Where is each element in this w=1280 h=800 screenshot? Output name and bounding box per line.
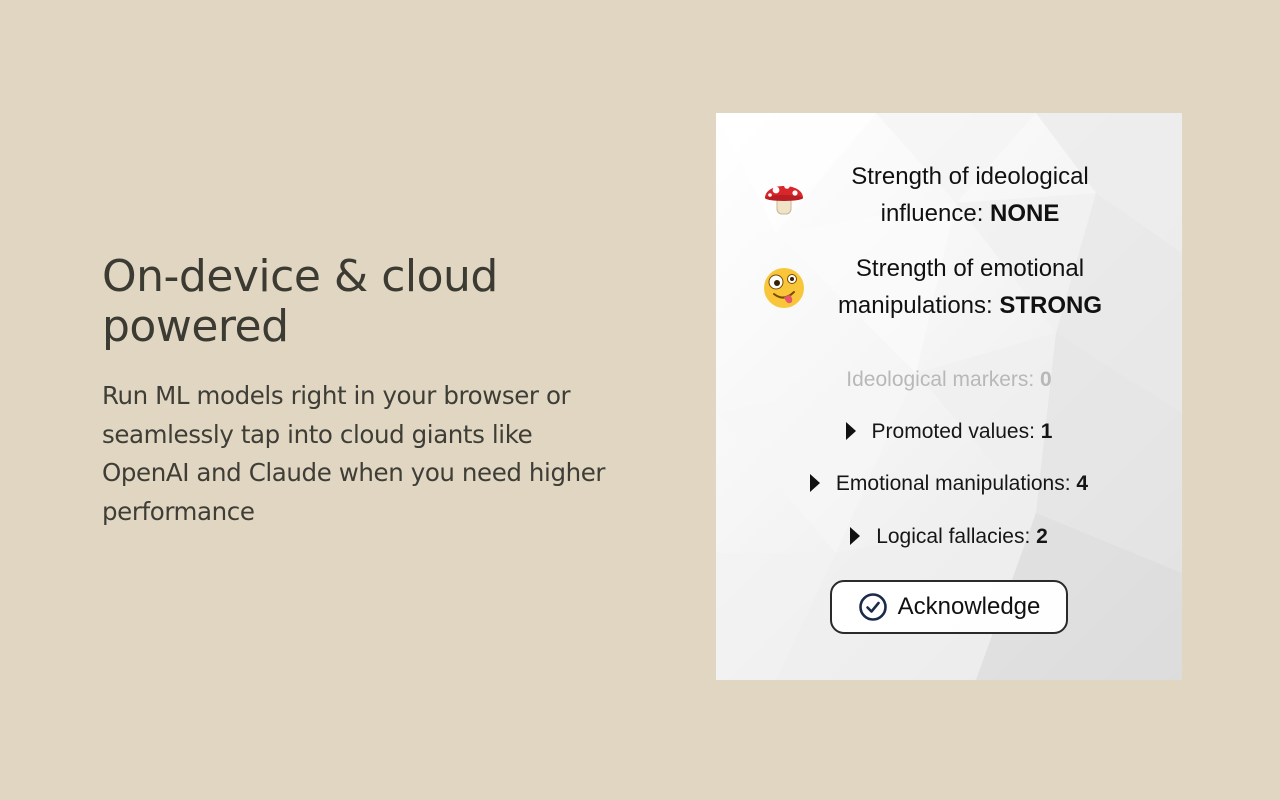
acknowledge-label: Acknowledge [897, 593, 1041, 620]
disclosure-triangle-icon[interactable] [850, 527, 861, 545]
ideological-strength-text: Strength of ideological influence: NONE [824, 158, 1116, 232]
promoted-values-count: 1 [1040, 420, 1053, 443]
ideological-markers-item: Ideological markers: 0 [716, 365, 1182, 395]
hero-section: On-device & cloud powered Run ML models … [94, 252, 620, 538]
promoted-values-item[interactable]: Promoted values: 1 [716, 417, 1182, 447]
analysis-panel: Strength of ideological influence: NONE … [716, 113, 1182, 680]
promoted-values-label: Promoted values: [871, 420, 1041, 443]
emotional-strength-label: Strength of emotional manipulations: [837, 255, 1085, 319]
emotional-strength-text: Strength of emotional manipulations: STR… [824, 250, 1116, 324]
acknowledge-button[interactable]: Acknowledge [830, 580, 1068, 634]
ideological-markers-label: Ideological markers: [846, 368, 1041, 391]
ideological-markers-count: 0 [1040, 368, 1052, 391]
hero-title: On-device & cloud powered [102, 251, 498, 352]
disclosure-triangle-icon[interactable] [809, 474, 820, 492]
logical-fallacies-count: 2 [1036, 525, 1048, 548]
emotional-manipulations-count: 4 [1076, 472, 1089, 495]
emotional-strength-row: Strength of emotional manipulations: STR… [716, 250, 1182, 328]
panel-background-pattern [716, 113, 1182, 680]
hero-description: Run ML models right in your browser or s… [102, 381, 606, 526]
logical-fallacies-label: Logical fallacies: [876, 525, 1037, 548]
ideological-strength-label: Strength of ideological influence: [851, 163, 1089, 227]
check-circle-icon [858, 593, 887, 621]
emotional-strength-value: STRONG [999, 292, 1103, 319]
emotional-manipulations-label: Emotional manipulations: [835, 472, 1077, 495]
zany-face-icon [764, 268, 804, 308]
emotional-manipulations-item[interactable]: Emotional manipulations: 4 [716, 469, 1182, 499]
mushroom-icon [765, 183, 803, 215]
ideological-strength-row: Strength of ideological influence: NONE [716, 158, 1182, 236]
disclosure-triangle-icon[interactable] [845, 422, 856, 440]
logical-fallacies-item[interactable]: Logical fallacies: 2 [716, 522, 1182, 552]
ideological-strength-value: NONE [990, 200, 1060, 227]
